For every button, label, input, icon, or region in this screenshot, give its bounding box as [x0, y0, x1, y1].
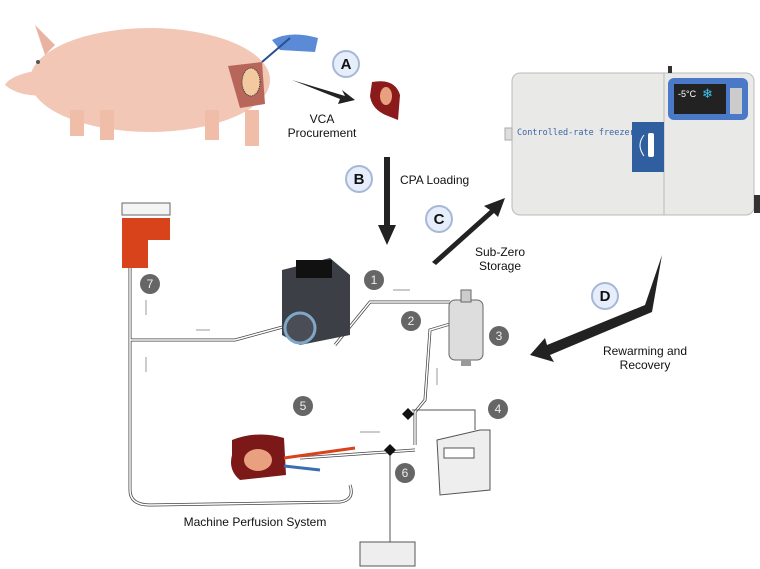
freezer-label: Controlled-rate freezer: [517, 128, 635, 138]
label-cpa-loading: CPA Loading: [400, 173, 470, 187]
controlled-rate-freezer: [504, 66, 760, 216]
arrow-a: [292, 80, 355, 104]
peristaltic-pump: [282, 258, 350, 345]
vca-tissue: [370, 81, 400, 120]
step-b-badge: B: [345, 165, 373, 193]
perfused-tissue: [231, 434, 356, 480]
pressure-monitor: [359, 444, 416, 567]
arrow-b: [378, 157, 396, 245]
freezer-temperature-display: -5°C: [678, 89, 697, 99]
component-5: 5: [293, 396, 313, 416]
label-machine-perfusion-system: Machine Perfusion System: [183, 515, 327, 529]
pig-illustration: [5, 25, 270, 146]
snowflake-icon: ❄: [702, 86, 713, 101]
step-d-badge: D: [591, 282, 619, 310]
heater-unit: [402, 408, 491, 496]
step-c-badge: C: [425, 205, 453, 233]
component-1: 1: [364, 270, 384, 290]
component-4: 4: [488, 399, 508, 419]
reservoir: [121, 202, 171, 268]
component-7: 7: [140, 274, 160, 294]
gloved-hand-scalpel-icon: [261, 34, 318, 63]
arrow-d: [530, 255, 662, 362]
component-3: 3: [489, 326, 509, 346]
step-a-badge: A: [332, 50, 360, 78]
arrow-c: [432, 198, 505, 265]
component-2: 2: [401, 311, 421, 331]
component-6: 6: [395, 463, 415, 483]
oxygenator: [448, 289, 484, 366]
